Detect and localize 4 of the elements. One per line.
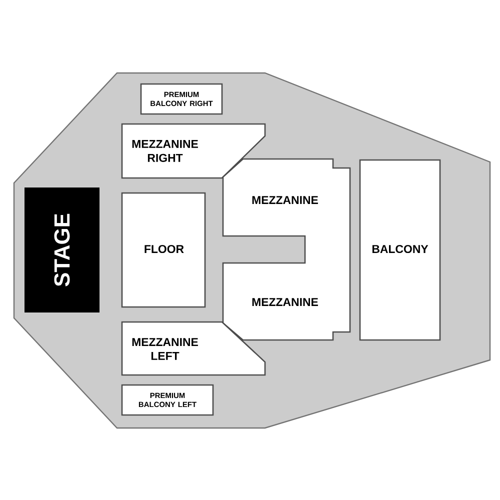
section-box: FLOOR — [121, 192, 206, 308]
stage-box: STAGE — [24, 188, 100, 312]
section-box: MEZZANINE MEZZANINE — [222, 158, 351, 341]
section-box: BALCONY — [359, 159, 441, 341]
